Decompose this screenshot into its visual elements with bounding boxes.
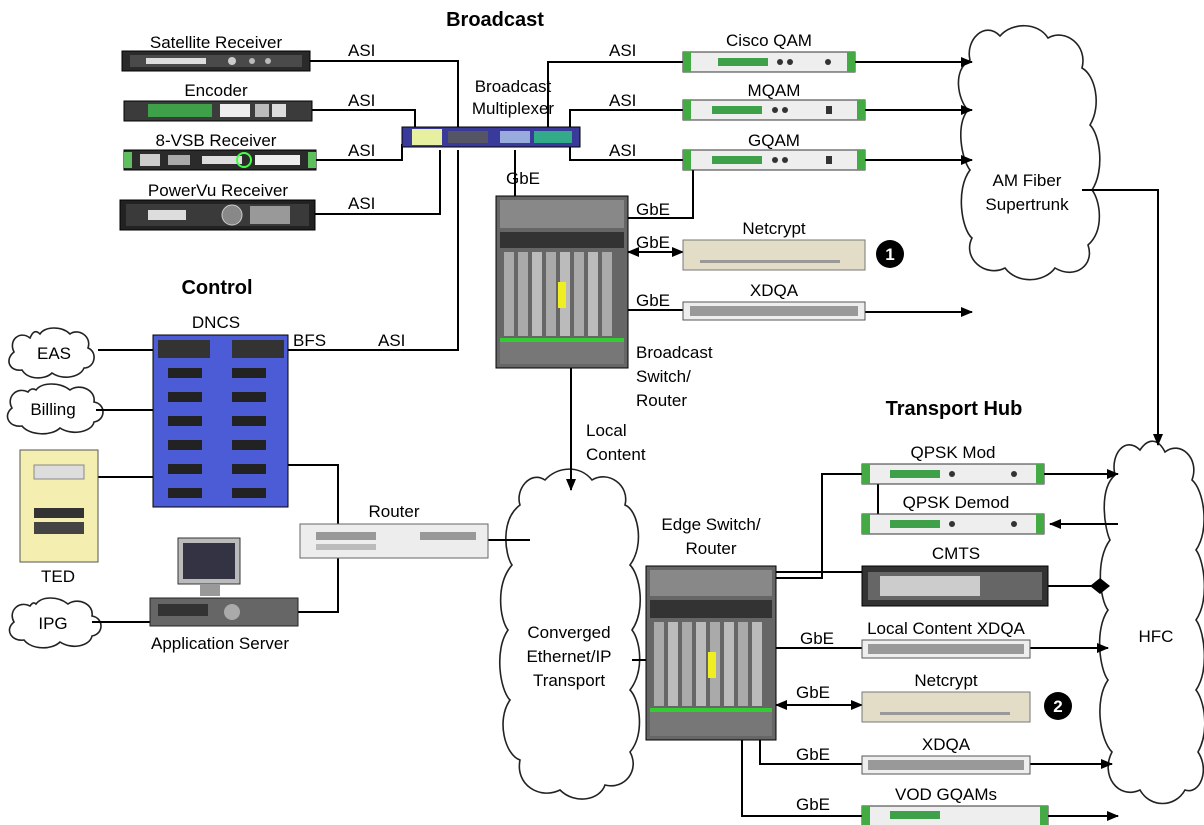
cmts-device	[861, 565, 1049, 607]
label-broadcast-switch-2: Switch/	[636, 367, 691, 386]
label-mux-1: Broadcast	[475, 77, 552, 96]
label-bfs: BFS	[293, 331, 326, 350]
edge-switch-router-device	[645, 565, 777, 741]
ted-device	[19, 449, 99, 563]
section-broadcast: Broadcast	[446, 9, 544, 31]
label-am-fiber-1: AM Fiber	[993, 171, 1062, 190]
label-application-server: Application Server	[151, 634, 289, 653]
label-mqam: MQAM	[748, 81, 801, 100]
label-gqam: GQAM	[748, 131, 800, 150]
cisco-qam-device	[682, 51, 856, 73]
label-asi-6: ASI	[609, 91, 636, 110]
label-hfc: HFC	[1139, 627, 1174, 646]
label-ipg: IPG	[38, 614, 67, 633]
label-converged-3: Transport	[533, 671, 605, 690]
label-xdqa-top: XDQA	[750, 281, 799, 300]
eas-cloud	[8, 327, 95, 379]
netcrypt-bottom-device	[861, 691, 1031, 723]
label-cisco-qam: Cisco QAM	[726, 31, 812, 50]
label-gbe-mux: GbE	[506, 169, 540, 188]
label-asi-dncs: ASI	[378, 331, 405, 350]
label-asi-1: ASI	[348, 41, 375, 60]
label-qpsk-demod: QPSK Demod	[903, 493, 1010, 512]
label-asi-4: ASI	[348, 194, 375, 213]
label-converged-1: Converged	[527, 623, 610, 642]
label-asi-2: ASI	[348, 91, 375, 110]
qpsk-demod-device	[861, 513, 1045, 535]
dncs-device	[152, 334, 289, 508]
xdqa-top-device	[682, 301, 866, 321]
gqam-device	[682, 149, 866, 171]
label-am-fiber-2: Supertrunk	[985, 195, 1069, 214]
router-device	[299, 523, 489, 559]
label-eas: EAS	[37, 344, 71, 363]
svg-text:1: 1	[885, 245, 894, 264]
label-satellite-receiver: Satellite Receiver	[150, 33, 283, 52]
netcrypt-top-device	[682, 239, 866, 271]
label-ted: TED	[41, 567, 75, 586]
label-billing: Billing	[30, 400, 75, 419]
label-netcrypt-top: Netcrypt	[742, 219, 806, 238]
label-edge-switch-2: Router	[685, 539, 736, 558]
section-transport-hub: Transport Hub	[886, 398, 1023, 420]
am-fiber-cloud	[957, 24, 1101, 281]
label-asi-7: ASI	[609, 141, 636, 160]
label-local-content-xdqa: Local Content XDQA	[867, 619, 1025, 638]
mqam-device	[682, 99, 866, 121]
label-xdqa-bottom: XDQA	[922, 735, 971, 754]
label-vsb-receiver: 8-VSB Receiver	[156, 131, 277, 150]
billing-cloud	[6, 383, 104, 435]
broadcast-switch-router-device	[495, 195, 629, 369]
marker-1: 1	[876, 240, 904, 268]
label-asi-5: ASI	[609, 41, 636, 60]
label-broadcast-switch-3: Router	[636, 391, 687, 410]
label-gbe-gqam: GbE	[636, 200, 670, 219]
marker-2: 2	[1044, 692, 1072, 720]
label-gbe-vod: GbE	[796, 795, 830, 814]
xdqa-bottom-device	[861, 755, 1031, 775]
svg-text:2: 2	[1053, 697, 1062, 716]
label-gbe-netcrypt: GbE	[636, 233, 670, 252]
label-gbe-local-xdqa: GbE	[800, 629, 834, 648]
label-converged-2: Ethernet/IP	[526, 647, 611, 666]
qpsk-mod-device	[861, 463, 1045, 485]
hfc-cloud	[1098, 440, 1204, 805]
label-edge-switch-1: Edge Switch/	[661, 515, 760, 534]
label-local-content-1: Local	[586, 421, 627, 440]
label-asi-3: ASI	[348, 141, 375, 160]
encoder-device	[123, 100, 313, 122]
local-content-xdqa-device	[861, 639, 1031, 659]
broadcast-multiplexer-device	[401, 126, 581, 148]
label-gbe-netcrypt-bottom: GbE	[796, 683, 830, 702]
label-local-content-2: Content	[586, 445, 646, 464]
label-qpsk-mod: QPSK Mod	[910, 443, 995, 462]
label-netcrypt-bottom: Netcrypt	[914, 671, 978, 690]
converged-transport-cloud	[498, 468, 642, 800]
label-router: Router	[368, 502, 419, 521]
label-encoder: Encoder	[184, 81, 248, 100]
label-vod-gqams: VOD GQAMs	[895, 785, 997, 804]
section-control: Control	[181, 277, 252, 299]
label-gbe-xdqa: GbE	[636, 291, 670, 310]
label-dncs: DNCS	[192, 313, 240, 332]
label-cmts: CMTS	[932, 544, 980, 563]
application-server-device	[149, 537, 299, 627]
label-broadcast-switch-1: Broadcast	[636, 343, 713, 362]
label-gbe-xdqa-bottom: GbE	[796, 745, 830, 764]
ipg-cloud	[8, 597, 102, 649]
satellite-receiver-device	[121, 50, 311, 72]
label-mux-2: Multiplexer	[472, 99, 555, 118]
vod-gqams-device	[861, 805, 1049, 825]
vsb-receiver-device	[123, 149, 317, 171]
label-powervu-receiver: PowerVu Receiver	[148, 181, 288, 200]
powervu-receiver-device	[119, 199, 316, 231]
